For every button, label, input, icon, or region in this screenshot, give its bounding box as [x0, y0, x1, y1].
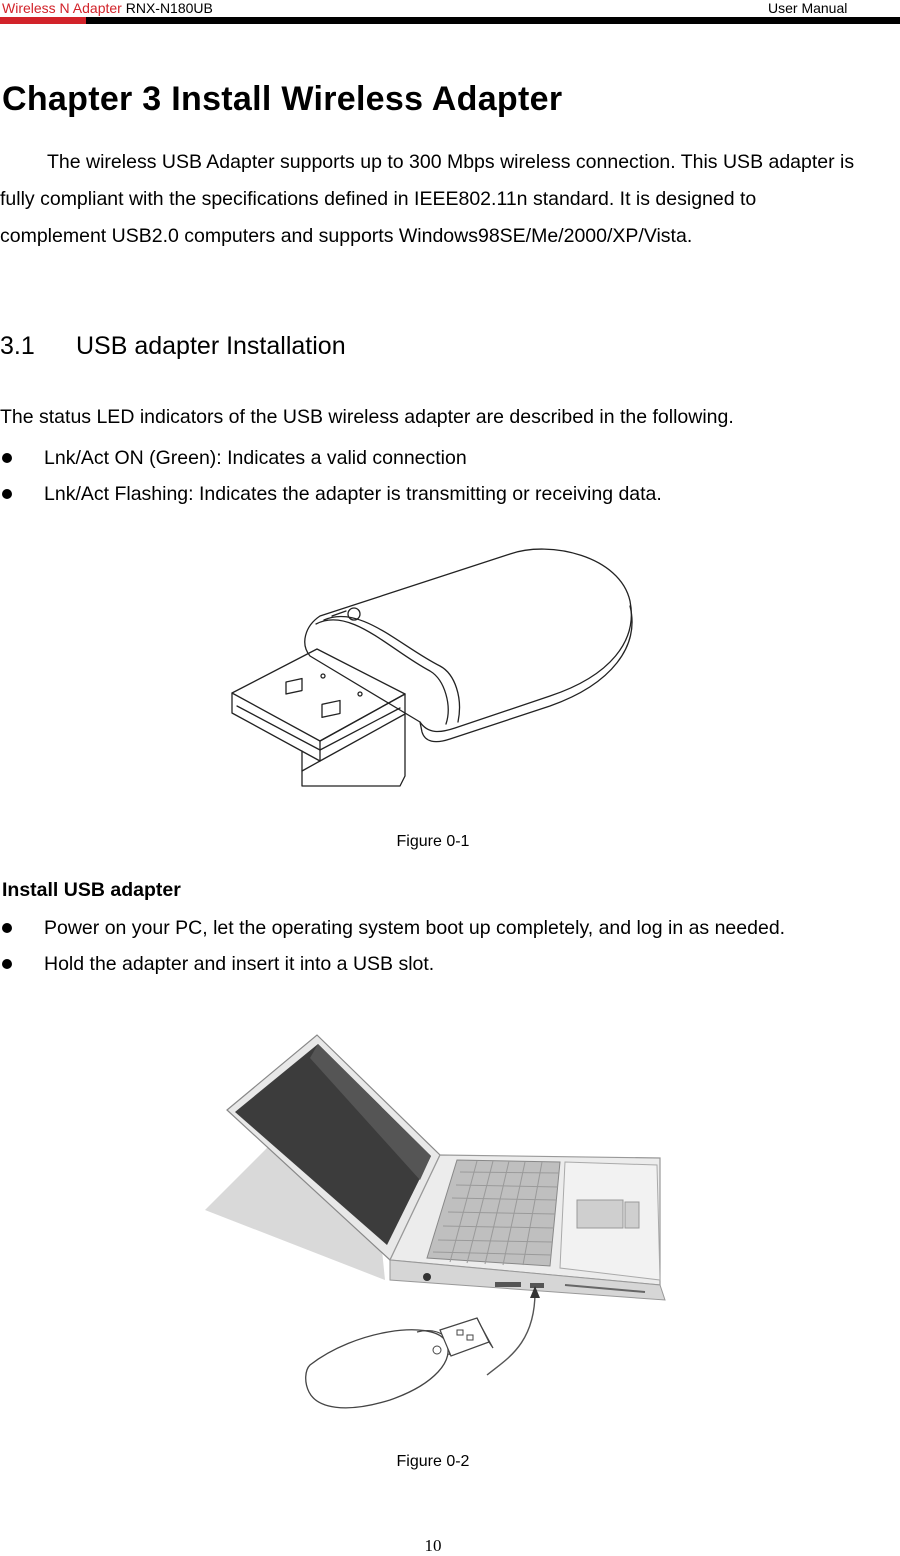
- list-item: Lnk/Act Flashing: Indicates the adapter …: [0, 476, 880, 512]
- list-item: Power on your PC, let the operating syst…: [0, 910, 880, 946]
- header-model: RNX-N180UB: [125, 0, 213, 16]
- usb-adapter-figure: [231, 548, 633, 787]
- page-number: 10: [424, 1536, 442, 1555]
- bullet-icon: [2, 489, 12, 499]
- header-rule-accent: [0, 17, 86, 24]
- laptop-install-figure: [205, 1034, 666, 1409]
- list-item-text: Power on your PC, let the operating syst…: [44, 917, 786, 939]
- intro-paragraph: The wireless USB Adapter supports up to …: [0, 151, 855, 247]
- bullet-icon: [2, 453, 12, 463]
- figure-2-caption: Figure 0-2: [396, 1453, 470, 1470]
- section-heading: 3.1 USB adapter Installation: [0, 328, 346, 364]
- header-rule: [0, 17, 900, 24]
- header-left: Wireless N Adapter RNX-N180UB: [2, 0, 213, 16]
- list-item-text: Lnk/Act ON (Green): Indicates a valid co…: [44, 447, 467, 469]
- status-intro: The status LED indicators of the USB wir…: [0, 406, 734, 428]
- install-steps-list: Power on your PC, let the operating syst…: [0, 910, 880, 982]
- header-doc-type: User Manual: [768, 0, 848, 16]
- list-item: Lnk/Act ON (Green): Indicates a valid co…: [0, 440, 880, 476]
- page-header: Wireless N Adapter RNX-N180UB User Manua…: [0, 0, 900, 16]
- led-list: Lnk/Act ON (Green): Indicates a valid co…: [0, 440, 880, 512]
- list-item-text: Lnk/Act Flashing: Indicates the adapter …: [44, 483, 662, 505]
- list-item: Hold the adapter and insert it into a US…: [0, 946, 880, 982]
- figure-1-caption: Figure 0-1: [396, 833, 470, 850]
- section-title: USB adapter Installation: [76, 332, 346, 360]
- bullet-icon: [2, 923, 12, 933]
- bullet-icon: [2, 959, 12, 969]
- header-brand: Wireless N Adapter: [2, 0, 122, 16]
- install-heading: Install USB adapter: [2, 879, 181, 901]
- chapter-title: Chapter 3 Install Wireless Adapter: [2, 80, 563, 118]
- section-number: 3.1: [0, 332, 35, 360]
- list-item-text: Hold the adapter and insert it into a US…: [44, 953, 435, 975]
